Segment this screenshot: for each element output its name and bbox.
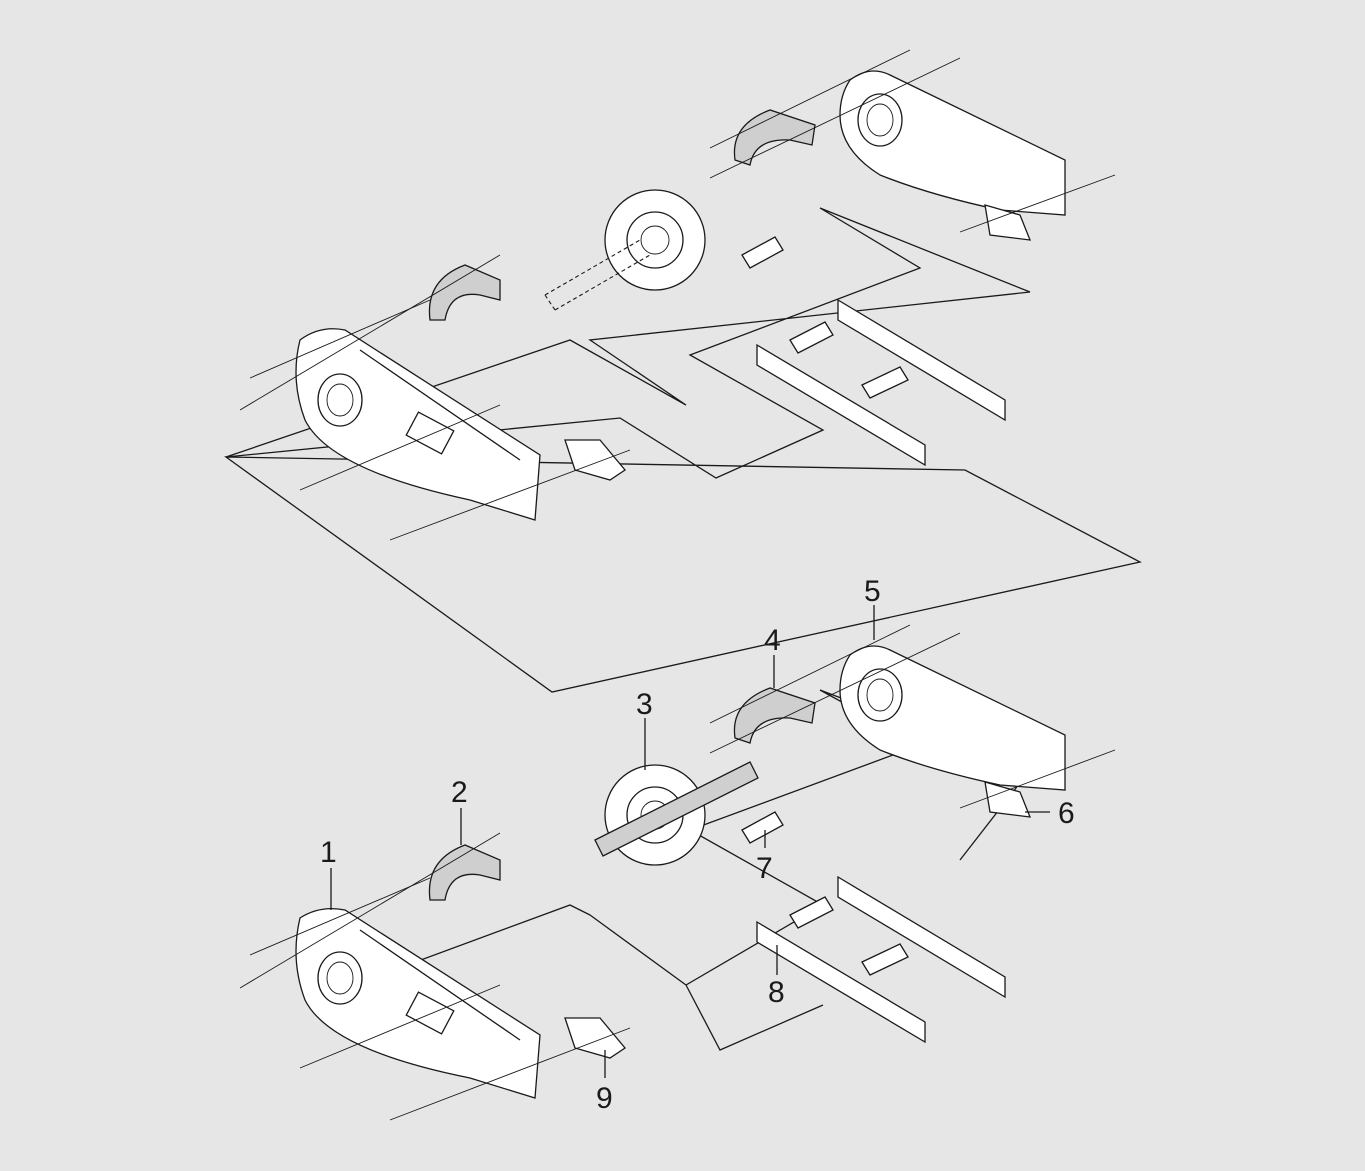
upper-roller bbox=[741, 236, 784, 269]
lower-right-bore bbox=[857, 668, 903, 722]
callout-leaders bbox=[330, 605, 1050, 1078]
upper-right-plate bbox=[839, 70, 1066, 216]
upper-left-slot bbox=[405, 411, 455, 455]
upper-spacer-tube-1 bbox=[789, 321, 834, 354]
lower-fastener-lines bbox=[239, 624, 1116, 1121]
lower-spacer-bar-front bbox=[756, 920, 926, 1044]
lower-assembly: 1 2 3 4 5 6 7 8 9 bbox=[239, 575, 1116, 1121]
upper-right-bore bbox=[857, 93, 903, 147]
callout-2: 2 bbox=[451, 776, 468, 809]
callout-1: 1 bbox=[320, 836, 337, 869]
lower-shaft bbox=[594, 761, 759, 857]
lower-right-guard bbox=[733, 687, 816, 744]
lower-spacer-tube-2 bbox=[861, 943, 909, 976]
lower-left-plate bbox=[295, 907, 541, 1099]
upper-left-guard bbox=[428, 264, 501, 321]
upper-spacer-bar-back bbox=[837, 298, 1006, 422]
callout-4: 4 bbox=[764, 624, 781, 657]
callout-3: 3 bbox=[636, 688, 653, 721]
lower-left-slot bbox=[405, 991, 455, 1035]
upper-spacer-tube-2 bbox=[861, 366, 909, 399]
upper-left-bore bbox=[317, 373, 363, 427]
lower-right-plate bbox=[839, 645, 1066, 791]
lower-left-guard bbox=[428, 844, 501, 901]
lower-right-bracket bbox=[984, 781, 1032, 818]
upper-spacer-bar-front bbox=[756, 343, 926, 467]
callout-9: 9 bbox=[596, 1082, 613, 1115]
lower-spacer-bar-back bbox=[837, 875, 1006, 999]
upper-shaft bbox=[544, 239, 651, 311]
upper-fastener-lines bbox=[239, 49, 1116, 541]
upper-sprocket bbox=[604, 189, 706, 291]
lower-left-bracket bbox=[564, 1017, 626, 1059]
callout-7: 7 bbox=[756, 852, 773, 885]
lower-spacer-tube-1 bbox=[789, 896, 834, 929]
upper-left-plate bbox=[295, 328, 541, 521]
lower-left-bore bbox=[317, 951, 363, 1005]
callout-8: 8 bbox=[768, 976, 785, 1009]
upper-right-guard bbox=[733, 109, 816, 166]
callout-5: 5 bbox=[864, 575, 881, 608]
callout-6: 6 bbox=[1058, 797, 1075, 830]
upper-right-bracket bbox=[984, 204, 1032, 241]
upper-assembly bbox=[223, 49, 1142, 693]
upper-frame-outline bbox=[223, 207, 1142, 693]
lower-roller bbox=[741, 811, 784, 844]
upper-left-bracket bbox=[564, 439, 626, 481]
